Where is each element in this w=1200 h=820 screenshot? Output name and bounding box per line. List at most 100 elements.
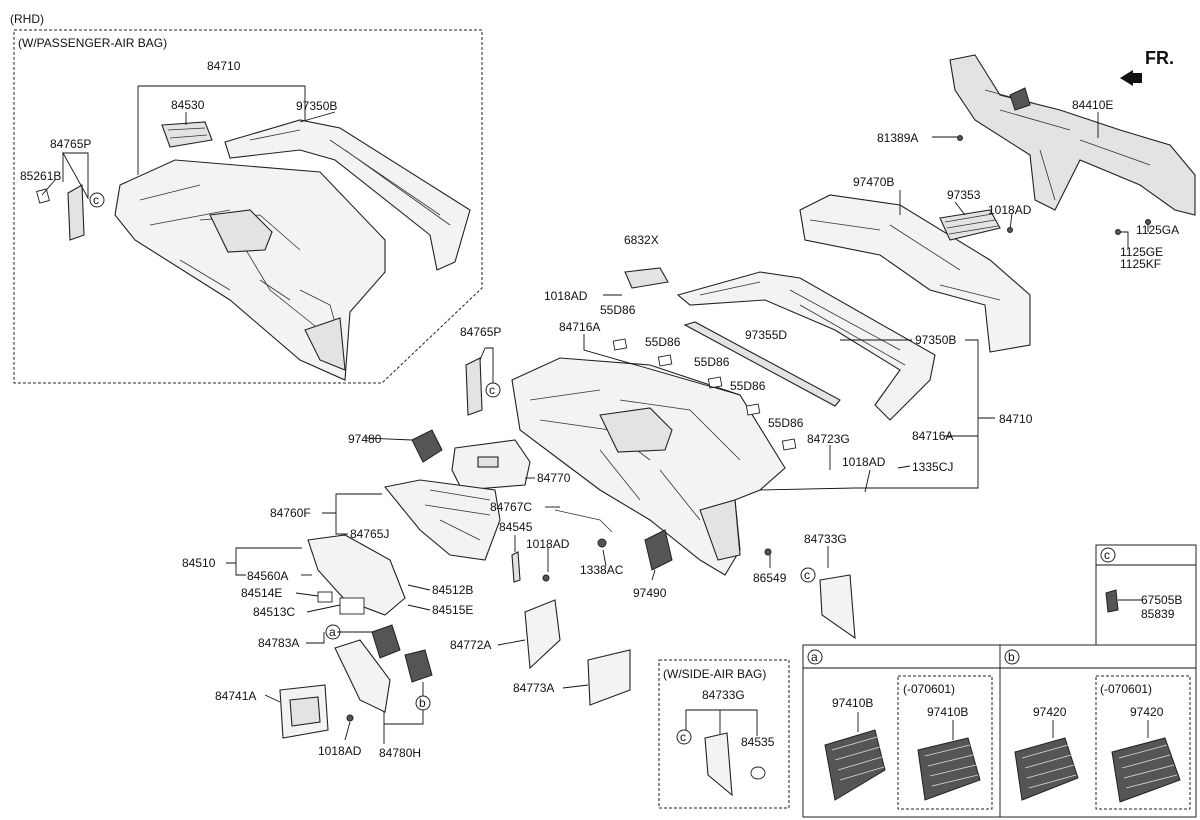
part-55d86-5: 55D86 (768, 416, 804, 430)
part-1125ge: 1125GE (1120, 245, 1163, 259)
part-97480: 97480 (348, 432, 382, 446)
detail-panels-ab (802, 644, 1197, 818)
part-84545: 84545 (499, 520, 533, 534)
bracket-84767c-drawing (554, 509, 613, 533)
side-airbag-title: (W/SIDE-AIR BAG) (663, 667, 766, 681)
panel-c-part-67505b: 67505B (1141, 593, 1182, 607)
bolt-1125ga-icon (1145, 219, 1151, 225)
bolt-1018ad-icon (1007, 227, 1013, 233)
front-direction-arrow-icon (1120, 70, 1142, 86)
part-1338ac: 1338AC (580, 563, 624, 577)
part-84773a: 84773A (513, 681, 554, 695)
panel-a-vent-drawing-1 (824, 729, 886, 801)
vent-97420-small-drawing (404, 649, 433, 683)
callout-c-side (800, 567, 816, 583)
callout-c-main (485, 382, 501, 398)
svg-text:c: c (680, 730, 686, 744)
side-airbag-part-84733g: 84733G (702, 688, 745, 702)
part-1018ad-d: 1018AD (318, 744, 362, 758)
pad-55d86-3 (707, 376, 723, 389)
inset-part-85261b: 85261B (20, 169, 61, 183)
part-84710: 84710 (999, 412, 1033, 426)
clip-67505b-drawing (1105, 589, 1119, 613)
side-cover-airbag-drawing (704, 732, 733, 797)
inset-part-97350b: 97350B (296, 99, 337, 113)
side-bracket-84765p-drawing (465, 357, 483, 416)
part-97355d: 97355D (745, 328, 787, 342)
part-84515e: 84515E (432, 603, 473, 617)
part-1125kf: 1125KF (1120, 257, 1161, 271)
bolt-1018ad-lower-icon (542, 574, 550, 582)
part-84512b: 84512B (432, 583, 473, 597)
defrost-nozzle-strip-97355d (683, 321, 841, 407)
side-cover-84733g-drawing (819, 574, 856, 640)
vent-97490-drawing (644, 529, 673, 571)
panel-a-part-97410b-1: 97410B (832, 696, 873, 710)
svg-text:a: a (811, 650, 818, 664)
part-84780h: 84780H (379, 746, 421, 760)
part-84770: 84770 (537, 471, 571, 485)
vent-84783a-drawing (371, 624, 401, 659)
main-crash-pad-drawing (511, 357, 786, 576)
inset-side-bracket-drawing (36, 184, 85, 241)
callout-c-inset (89, 192, 105, 208)
part-86549: 86549 (753, 571, 787, 585)
svg-text:a: a (329, 625, 336, 639)
bracket-84545-drawing (511, 551, 521, 583)
rhd-label: (RHD) (10, 12, 44, 26)
inset-airbag-module-drawing (161, 121, 213, 148)
panel-84773a-drawing (587, 649, 631, 706)
inset-top-duct-drawing (224, 119, 471, 271)
part-84514e: 84514E (241, 586, 282, 600)
detail-panel-b-tag (1004, 649, 1020, 665)
part-1335cj: 1335CJ (912, 460, 953, 474)
part-1018ad-a: 1018AD (544, 289, 588, 303)
center-fascia-84760f-drawing (383, 479, 501, 561)
part-55d86-4: 55D86 (730, 379, 766, 393)
part-81389a: 81389A (877, 131, 918, 145)
part-84783a: 84783A (258, 636, 299, 650)
part-84510: 84510 (182, 556, 216, 570)
part-84767c: 84767C (490, 500, 532, 514)
part-84513c: 84513C (253, 605, 295, 619)
pad-55d86-2 (657, 354, 673, 367)
part-84733g: 84733G (804, 532, 847, 546)
panel-a-part-97410b-2: 97410B (927, 705, 968, 719)
part-84760f: 84760F (270, 506, 311, 520)
part-97470b: 97470B (853, 175, 894, 189)
side-defrost-duct-drawing (799, 194, 1031, 353)
svg-text:c: c (93, 193, 99, 207)
part-6832x: 6832X (624, 233, 659, 247)
passenger-airbag-inset-title: (W/PASSENGER-AIR BAG) (18, 36, 167, 50)
part-97350b: 97350B (915, 333, 956, 347)
cap-84535-drawing (750, 766, 766, 780)
pad-55d86-5 (781, 438, 797, 451)
detail-panel-a-tag (807, 649, 823, 665)
label-84514e (317, 591, 333, 603)
clip-1338ac-icon (597, 538, 607, 548)
part-55d86-1: 55D86 (600, 303, 636, 317)
detail-panel-c-tag (1100, 547, 1116, 563)
pad-55d86-1 (612, 338, 628, 351)
panel-b-variant-label: (-070601) (1100, 682, 1152, 696)
part-84772a: 84772A (450, 638, 491, 652)
part-1125ga: 1125GA (1136, 223, 1179, 237)
glove-box-84510-drawing (307, 534, 406, 616)
callout-c-side-airbag (676, 729, 692, 745)
part-84741a: 84741A (215, 689, 256, 703)
switch-panel-84770-drawing (451, 439, 531, 491)
panel-a-variant-label: (-070601) (903, 682, 955, 696)
cowl-cross-bar-drawing (949, 54, 1196, 216)
panel-b-vent-drawing-1 (1014, 737, 1079, 801)
svg-text:c: c (1104, 548, 1110, 562)
panel-b-part-97420-1: 97420 (1033, 705, 1067, 719)
label-84513c (339, 597, 365, 615)
front-direction-label: FR. (1145, 48, 1174, 68)
part-55d86-3: 55D86 (694, 355, 730, 369)
part-1018ad-c: 1018AD (526, 537, 570, 551)
panel-a-vent-drawing-2 (917, 737, 981, 801)
svg-text:c: c (804, 568, 810, 582)
bolt-1125ge-icon (1115, 229, 1121, 235)
center-vent-97353-drawing (939, 209, 1001, 241)
